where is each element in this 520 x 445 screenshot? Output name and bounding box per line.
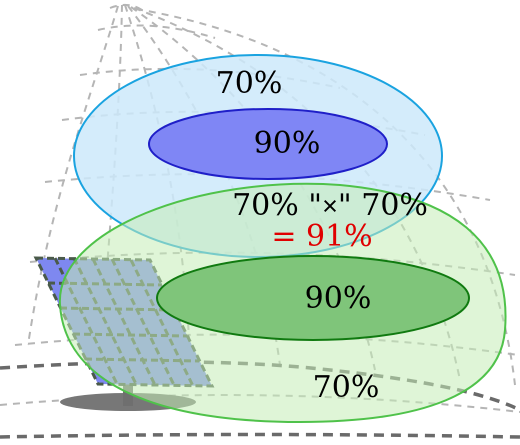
result-label: = 91% [271, 219, 372, 254]
combined-label: 70% "×" 70% [232, 188, 428, 223]
combined-label-close: " 70% [338, 188, 428, 223]
blue-outer-label: 70% [216, 66, 283, 101]
combined-label-open: 70% " [232, 188, 322, 223]
green-outer-label: 70% [313, 370, 380, 405]
combined-label-times: × [322, 191, 338, 221]
green-inner-label: 90% [305, 281, 372, 316]
ground-edge-line [0, 432, 520, 439]
blue-inner-label: 90% [254, 126, 321, 161]
blue-inner-region [148, 108, 388, 180]
green-inner-region [156, 255, 470, 341]
